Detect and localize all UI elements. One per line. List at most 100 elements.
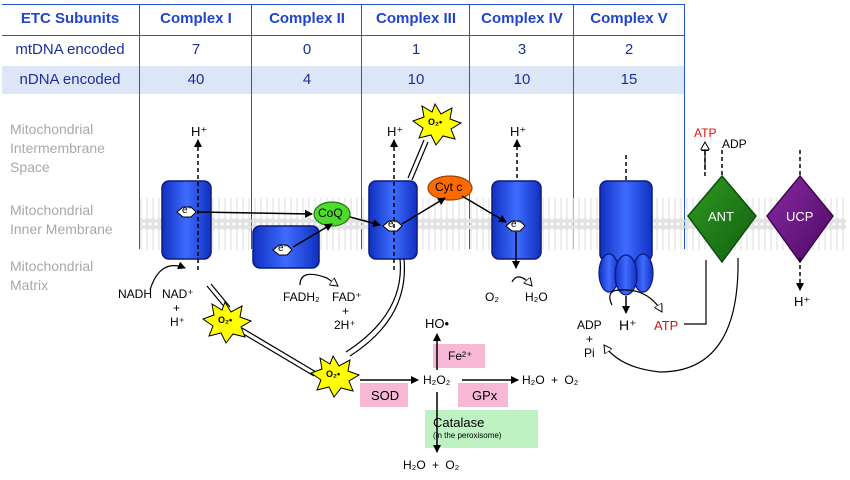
ndna-complex-iv: 10 — [513, 71, 531, 88]
plus-label: + — [342, 304, 350, 318]
fe2-label: Fe²⁺ — [448, 349, 473, 363]
adp-label: ADP — [577, 318, 602, 332]
fadh2-arrow — [299, 273, 338, 286]
column-divider — [469, 4, 470, 249]
table-row-shade — [2, 66, 684, 94]
gpx-box — [458, 383, 508, 407]
o2-h2o-arrow — [511, 276, 532, 286]
ho-radical-label: HO• — [425, 316, 450, 331]
complex-i — [161, 180, 212, 260]
h2o-label: H₂O — [525, 290, 548, 304]
ndna-complex-iii: 10 — [407, 71, 425, 88]
fadh2-label: FADH₂ — [283, 290, 320, 304]
electron-arrow — [196, 209, 313, 218]
h2o2-label: H₂O₂ — [423, 373, 451, 387]
h2o-o2-label: H₂O + O₂ — [522, 373, 579, 387]
catalase-box — [425, 410, 538, 448]
coq-label: CoQ — [318, 206, 343, 220]
cytc-carrier — [427, 175, 473, 201]
column-divider — [684, 4, 685, 249]
gpx-label: GPx — [472, 388, 498, 403]
electron-arrow — [292, 223, 333, 248]
h-plus-label: H⁺ — [170, 315, 185, 329]
column-divider — [251, 4, 252, 249]
electron-arrow — [401, 197, 446, 225]
superoxide-star — [201, 300, 253, 344]
atp-label: ATP — [654, 318, 679, 333]
electron-label: e⁻ — [278, 243, 289, 254]
h-plus-label: H⁺ — [191, 124, 208, 139]
ant-transporter — [687, 174, 757, 264]
complex-v — [598, 180, 654, 296]
o2-label: O₂ — [485, 290, 499, 304]
table-header-line — [2, 35, 684, 36]
superoxide-label: O₂• — [326, 369, 341, 379]
header-complex-ii: Complex II — [269, 10, 345, 27]
electron-arrow — [461, 195, 507, 223]
nadh-arrow — [149, 261, 186, 291]
superoxide-arrow — [345, 258, 406, 357]
catalase-note: (in the peroxisome) — [433, 431, 502, 440]
column-divider — [139, 4, 140, 249]
atp-label: ATP — [694, 126, 717, 140]
ndna-complex-ii: 4 — [302, 71, 312, 88]
sod-label: SOD — [371, 388, 400, 403]
plus-label: + — [586, 332, 594, 346]
column-divider — [573, 4, 574, 249]
superoxide-arrow — [407, 139, 429, 181]
nadh-label: NADH — [118, 287, 153, 301]
cytc-label: Cyt c — [435, 180, 463, 194]
header-complex-iii: Complex III — [375, 10, 457, 27]
h-plus-label: H⁺ — [510, 124, 527, 139]
column-divider — [361, 4, 362, 249]
sod-box — [360, 383, 408, 407]
header-complex-iv: Complex IV — [481, 10, 563, 27]
electron-label: e⁻ — [388, 219, 399, 230]
atp-export-path — [684, 260, 707, 325]
fad-plus-label: FAD⁺ — [332, 290, 362, 304]
h-plus-label: H⁺ — [619, 317, 637, 333]
two-h-plus-label: 2H⁺ — [334, 318, 356, 332]
header-complex-i: Complex I — [160, 10, 232, 27]
h2o-o2-label: H₂O + O₂ — [403, 458, 460, 472]
ucp-label: UCP — [786, 209, 814, 224]
electron-arrow — [349, 216, 381, 228]
header-etc-subunits: ETC Subunits — [20, 10, 120, 27]
superoxide-star — [411, 102, 463, 146]
superoxide-arrow — [239, 327, 317, 377]
mtdna-complex-iii: 1 — [411, 41, 421, 58]
fe2-box — [433, 344, 485, 368]
superoxide-arrow — [206, 283, 231, 310]
superoxide-label: O₂• — [428, 117, 443, 127]
plus-label: + — [173, 301, 181, 315]
table-top-line — [2, 4, 684, 5]
mtdna-complex-i: 7 — [191, 41, 201, 58]
ndna-complex-v: 15 — [620, 71, 638, 88]
electron-hexagon — [176, 206, 526, 256]
h-plus-label: H⁺ — [387, 124, 404, 139]
row-label-mtdna: mtDNA encoded — [15, 41, 125, 58]
adp-import-arrow — [604, 257, 739, 373]
mtdna-complex-v: 2 — [624, 41, 634, 58]
superoxide-star — [309, 354, 361, 398]
nad-plus-label: NAD⁺ — [162, 287, 194, 301]
row-label-ndna: nDNA encoded — [19, 71, 121, 88]
electron-label: e⁻ — [182, 205, 193, 216]
electron-label: e⁻ — [511, 219, 522, 230]
catalase-label: Catalase — [433, 415, 485, 430]
superoxide-label: O₂• — [218, 315, 233, 325]
ndna-complex-i: 40 — [187, 71, 205, 88]
complex-iii — [368, 180, 418, 260]
header-complex-v: Complex V — [590, 10, 668, 27]
mtdna-complex-ii: 0 — [302, 41, 312, 58]
ant-label: ANT — [708, 209, 734, 224]
pi-label: Pi — [584, 346, 595, 360]
h-plus-label: H⁺ — [794, 294, 811, 309]
adp-label: ADP — [722, 137, 747, 151]
adp-atp-arrow — [609, 289, 663, 312]
mtdna-complex-iv: 3 — [517, 41, 527, 58]
